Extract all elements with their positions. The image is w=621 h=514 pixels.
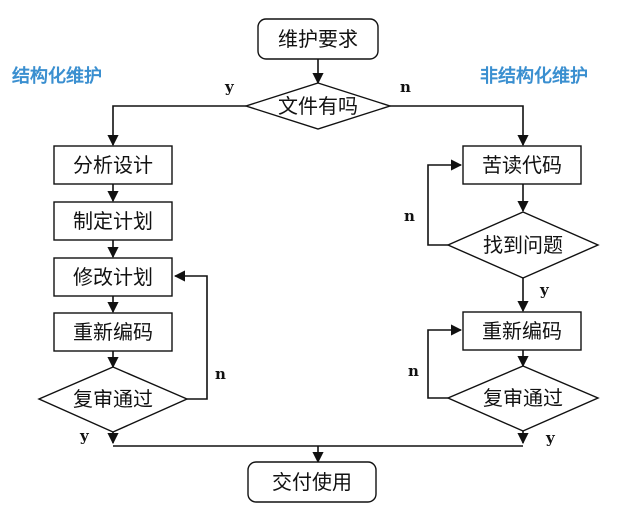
label-docs-yes: y: [224, 78, 235, 96]
node-plan-label: 制定计划: [73, 209, 153, 233]
edge-review-left-no: [173, 270, 208, 400]
decision-find-problem: 找到问题: [446, 211, 600, 279]
node-request: 维护要求: [257, 18, 379, 60]
node-request-label: 维护要求: [278, 27, 358, 51]
label-docs-no: n: [400, 78, 411, 96]
edge-review-right-no: [427, 324, 463, 399]
node-read-code-label: 苦读代码: [482, 153, 562, 177]
label-review-right-no: n: [408, 362, 419, 380]
node-deliver-label: 交付使用: [272, 470, 352, 494]
node-recode-right-label: 重新编码: [482, 319, 562, 343]
decision-find-problem-label: 找到问题: [483, 233, 563, 257]
decision-review-right: 复审通过: [446, 365, 600, 432]
edge-docs-no: [390, 105, 529, 147]
unstructured-maintenance-title: 非结构化维护: [480, 65, 588, 87]
node-recode-left: 重新编码: [53, 312, 173, 352]
node-recode-left-label: 重新编码: [73, 320, 153, 344]
node-analyze: 分析设计: [53, 145, 173, 185]
node-recode-right: 重新编码: [462, 311, 582, 351]
label-find-no: n: [404, 207, 415, 225]
label-review-left-yes: y: [79, 427, 90, 445]
decision-has-docs: 文件有吗: [243, 82, 393, 130]
label-review-left-no: n: [215, 365, 226, 383]
node-deliver: 交付使用: [247, 461, 377, 503]
node-analyze-label: 分析设计: [73, 153, 153, 177]
edge-docs-yes: [107, 105, 246, 147]
decision-review-left: 复审通过: [37, 366, 189, 433]
node-modify-plan: 修改计划: [53, 257, 173, 297]
label-find-yes: y: [539, 281, 550, 299]
node-read-code: 苦读代码: [462, 145, 582, 185]
structured-maintenance-title: 结构化维护: [12, 65, 102, 87]
node-modify-plan-label: 修改计划: [73, 265, 153, 289]
decision-has-docs-label: 文件有吗: [278, 94, 358, 118]
decision-review-right-label: 复审通过: [483, 386, 563, 410]
edge-find-no: [427, 159, 463, 246]
label-review-right-yes: y: [545, 429, 556, 447]
decision-review-left-label: 复审通过: [73, 387, 153, 411]
node-plan: 制定计划: [53, 201, 173, 241]
